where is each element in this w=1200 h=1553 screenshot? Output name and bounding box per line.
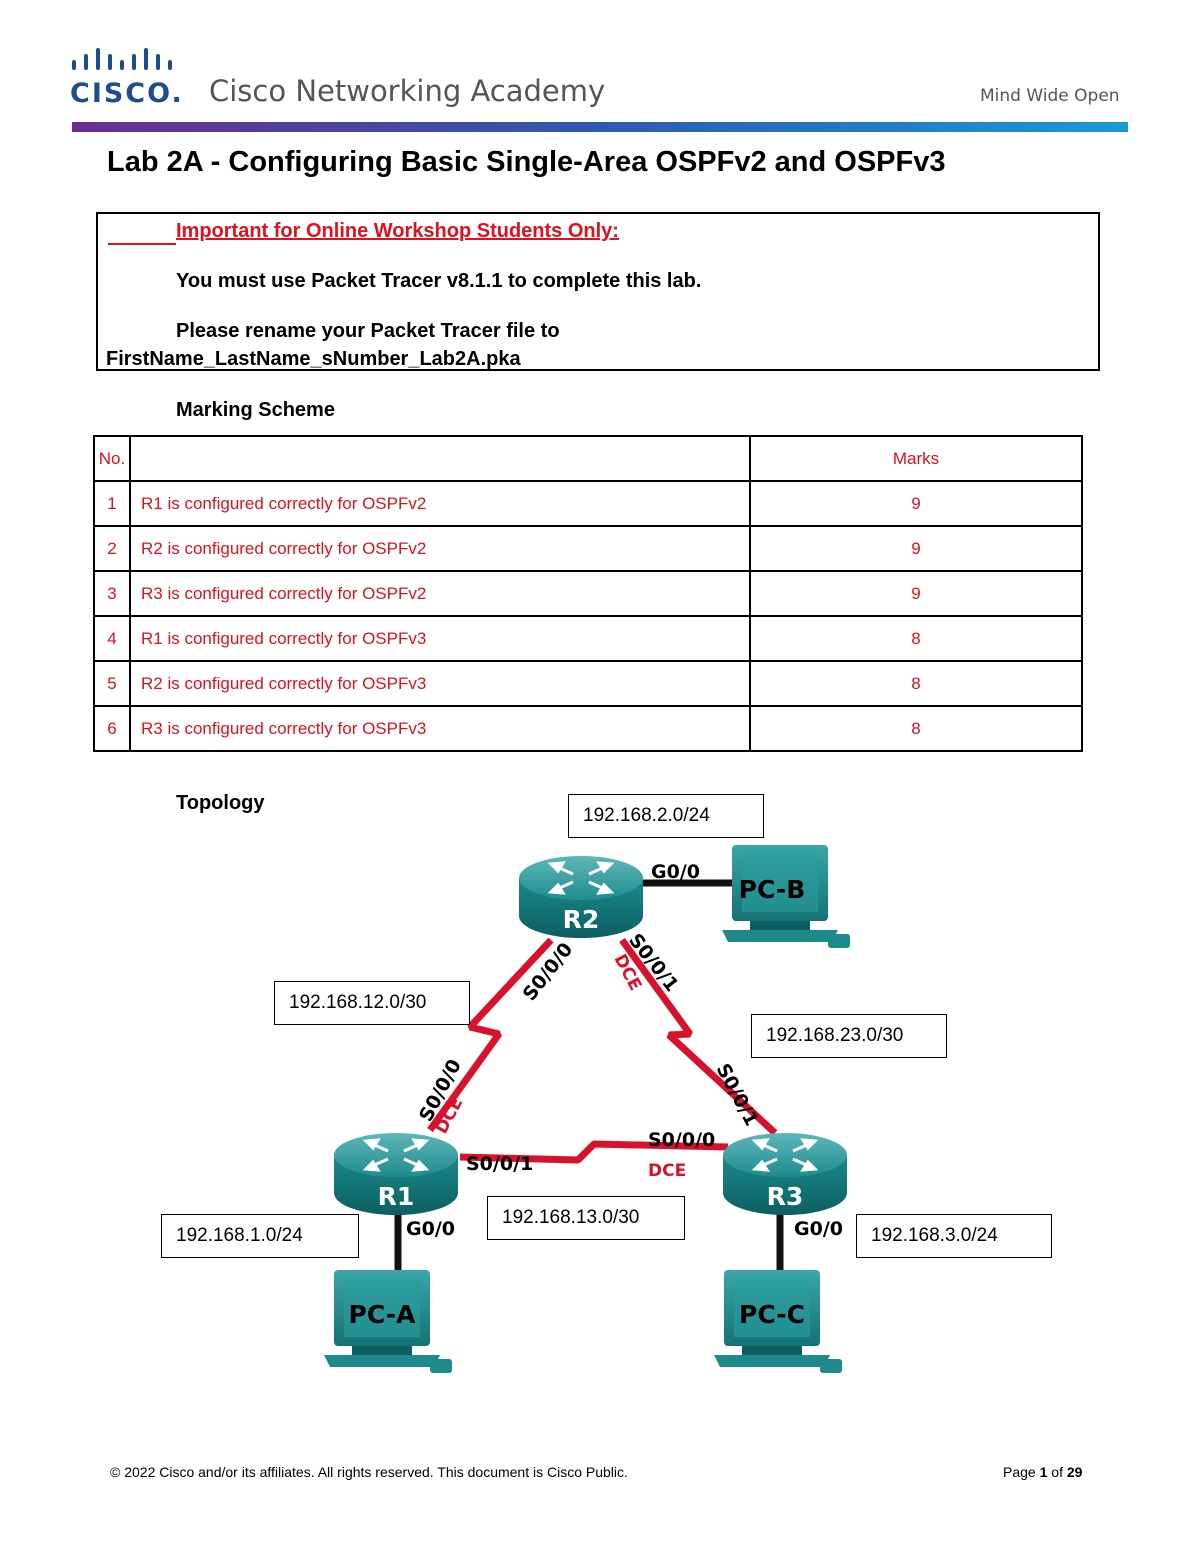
if-r1-s001: S0/0/1 xyxy=(466,1153,533,1175)
page-current: 1 xyxy=(1039,1464,1048,1480)
header-rule xyxy=(72,122,1128,132)
dce-r3: DCE xyxy=(648,1161,686,1181)
header-desc xyxy=(129,435,751,482)
marking-table: No. Marks 1 R1 is configured correctly f… xyxy=(93,435,1083,752)
network-label-r1-lan: 192.168.1.0/24 xyxy=(161,1214,359,1258)
row-marks: 8 xyxy=(749,615,1083,662)
topology-heading: Topology xyxy=(176,792,265,814)
if-r3-g00: G0/0 xyxy=(794,1218,843,1240)
row-desc: R1 is configured correctly for OSPFv3 xyxy=(129,615,751,662)
table-row: 1 R1 is configured correctly for OSPFv2 … xyxy=(93,480,1083,527)
tagline: Mind Wide Open xyxy=(980,86,1120,106)
notice-version-text: You must use Packet Tracer v8.1.1 to com… xyxy=(176,270,702,292)
pc-b-label: PC-B xyxy=(739,875,806,904)
router-r3: R3 xyxy=(721,1131,849,1217)
table-row: 6 R3 is configured correctly for OSPFv3 … xyxy=(93,705,1083,752)
table-row: 3 R3 is configured correctly for OSPFv2 … xyxy=(93,570,1083,617)
page-sep: of xyxy=(1047,1464,1067,1480)
page-total: 29 xyxy=(1066,1464,1083,1480)
serial-link-r1-r3 xyxy=(459,1140,729,1164)
cisco-logo-bars-icon xyxy=(72,48,172,70)
if-r3-s000: S0/0/0 xyxy=(648,1129,715,1151)
row-no: 1 xyxy=(93,480,131,527)
row-no: 3 xyxy=(93,570,131,617)
network-label-r2-r3: 192.168.23.0/30 xyxy=(751,1014,947,1058)
page-title: Lab 2A - Configuring Basic Single-Area O… xyxy=(107,146,946,178)
academy-name: Cisco Networking Academy xyxy=(209,74,606,108)
topology-diagram: R2 R1 R3 PC-B PC-A PC-C G0/0 S0/0/0 S0/0… xyxy=(324,845,850,1373)
table-row: 2 R2 is configured correctly for OSPFv2 … xyxy=(93,525,1083,572)
network-label-r3-lan: 192.168.3.0/24 xyxy=(856,1214,1052,1258)
row-desc: R2 is configured correctly for OSPFv2 xyxy=(129,525,751,572)
row-marks: 8 xyxy=(749,660,1083,707)
row-marks: 9 xyxy=(749,525,1083,572)
network-label-r1-r3: 192.168.13.0/30 xyxy=(487,1196,685,1240)
notice-filename-text: FirstName_LastName_sNumber_Lab2A.pka xyxy=(106,348,521,370)
notice-rename-text: Please rename your Packet Tracer file to xyxy=(176,320,560,342)
pc-a: PC-A xyxy=(324,1270,452,1373)
notice-box: Important for Online Workshop Students O… xyxy=(96,212,1100,371)
router-r2-label: R2 xyxy=(563,905,600,934)
if-r3-s001: S0/0/1 xyxy=(712,1060,763,1130)
if-r1-g00: G0/0 xyxy=(406,1218,455,1240)
if-r2-g00: G0/0 xyxy=(651,861,700,883)
footer-page-number: Page 1 of 29 xyxy=(1003,1464,1082,1480)
row-no: 4 xyxy=(93,615,131,662)
notice-heading: Important for Online Workshop Students O… xyxy=(176,220,619,242)
row-marks: 8 xyxy=(749,705,1083,752)
page-prefix: Page xyxy=(1003,1464,1040,1480)
network-label-r1-r2: 192.168.12.0/30 xyxy=(274,981,470,1025)
header-no: No. xyxy=(93,435,131,482)
cisco-logo-word: CISCO. xyxy=(70,78,184,109)
pc-a-label: PC-A xyxy=(349,1300,417,1329)
router-r1-label: R1 xyxy=(378,1182,415,1211)
footer-copyright: © 2022 Cisco and/or its affiliates. All … xyxy=(110,1464,628,1480)
row-desc: R1 is configured correctly for OSPFv2 xyxy=(129,480,751,527)
notice-underline-lead xyxy=(108,243,176,245)
marking-scheme-heading: Marking Scheme xyxy=(176,399,335,421)
router-r1: R1 xyxy=(332,1131,460,1217)
if-r2-s000: S0/0/0 xyxy=(519,939,578,1006)
pc-c: PC-C xyxy=(714,1270,842,1373)
serial-link-r2-r3 xyxy=(619,937,778,1136)
row-no: 6 xyxy=(93,705,131,752)
table-header-row: No. Marks xyxy=(93,435,1083,482)
serial-link-r1-r2 xyxy=(427,937,554,1133)
row-desc: R3 is configured correctly for OSPFv3 xyxy=(129,705,751,752)
row-desc: R2 is configured correctly for OSPFv3 xyxy=(129,660,751,707)
row-marks: 9 xyxy=(749,570,1083,617)
router-r2: R2 xyxy=(517,854,645,940)
row-desc: R3 is configured correctly for OSPFv2 xyxy=(129,570,751,617)
row-no: 5 xyxy=(93,660,131,707)
table-row: 5 R2 is configured correctly for OSPFv3 … xyxy=(93,660,1083,707)
pc-b: PC-B xyxy=(722,845,850,948)
row-marks: 9 xyxy=(749,480,1083,527)
header-marks: Marks xyxy=(749,435,1083,482)
table-row: 4 R1 is configured correctly for OSPFv3 … xyxy=(93,615,1083,662)
pc-c-label: PC-C xyxy=(739,1300,805,1329)
row-no: 2 xyxy=(93,525,131,572)
network-label-r2-lan: 192.168.2.0/24 xyxy=(568,794,764,838)
router-r3-label: R3 xyxy=(767,1182,804,1211)
